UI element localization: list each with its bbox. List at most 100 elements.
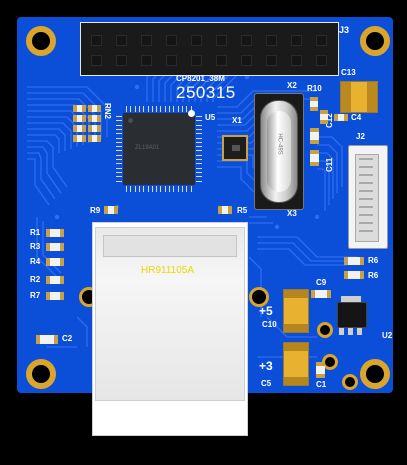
header-pin [291, 35, 302, 46]
label-r10: R10 [307, 84, 322, 93]
ic-pin [143, 106, 145, 112]
label-plus5: +5 [259, 304, 273, 318]
capacitor-c2 [36, 335, 58, 344]
ic-pin [177, 106, 179, 112]
ic-pin [196, 159, 202, 160]
via-bottom [342, 374, 358, 390]
ic-pin [196, 146, 202, 148]
ic-pin [134, 186, 136, 192]
ic-pin [196, 116, 202, 117]
resistor-r9 [104, 206, 118, 214]
ic-pin [138, 186, 140, 192]
header-pin [291, 55, 302, 66]
header-pin [116, 35, 127, 46]
label-x1: X1 [232, 116, 242, 125]
connector-j2 [348, 145, 388, 249]
crystal-x2-can: HC-49S [260, 100, 298, 203]
ic-u5-body: ZL19A01 [123, 113, 195, 185]
jack-marking: HR911105A [141, 265, 194, 276]
ic-pin [116, 163, 122, 165]
j2-pin [359, 190, 373, 192]
ic-pin [130, 186, 132, 192]
label-j3: J3 [339, 25, 350, 35]
resistor-r6-bottom [344, 271, 364, 279]
capacitor-c4 [334, 114, 348, 121]
ic-marking: ZL19A01 [135, 145, 160, 151]
ic-pin [196, 150, 202, 152]
ic-pin [181, 106, 183, 112]
header-pin [266, 55, 277, 66]
ic-pin [169, 106, 170, 112]
label-r4: R4 [30, 257, 41, 266]
ic-pin [138, 106, 140, 112]
ic-pin [160, 186, 162, 192]
header-pin [141, 55, 152, 66]
ic-pin [116, 116, 122, 117]
resistor-r7 [46, 292, 64, 300]
ic-pin [196, 120, 202, 122]
capacitor-c12 [310, 128, 319, 144]
label-u2: U2 [382, 331, 393, 340]
ic-pin [196, 180, 202, 182]
ic-pin [196, 124, 202, 126]
mounting-hole-bottom-right [360, 359, 390, 389]
header-pin [316, 55, 327, 66]
header-pin [216, 35, 227, 46]
capacitor-c9 [311, 290, 331, 298]
label-c11: C11 [325, 157, 334, 172]
ic-pin [116, 146, 122, 148]
ic-pin [196, 176, 202, 178]
label-x2: X2 [287, 81, 297, 90]
ic-pin [156, 106, 158, 112]
header-pin [91, 55, 102, 66]
ic-pin [116, 150, 122, 152]
ic-pin [196, 163, 202, 165]
mounting-hole-bottom-left [26, 359, 56, 389]
label-c9: C9 [316, 278, 327, 287]
label-c13: C13 [341, 68, 356, 77]
j2-pin [359, 174, 373, 176]
ic-pin [164, 106, 166, 112]
header-pin [191, 55, 202, 66]
ic-pin [116, 159, 122, 160]
date-code-text: 250315 [176, 83, 236, 102]
header-pin [241, 55, 252, 66]
label-x3: X3 [287, 209, 297, 218]
header-pin [141, 35, 152, 46]
ic-pin [173, 106, 175, 112]
ic-pin [196, 133, 202, 135]
crystal-marking: HC-49S [276, 133, 283, 155]
label-r6-top: R6 [368, 256, 379, 265]
header-pin [316, 35, 327, 46]
ic-pin [151, 106, 153, 112]
header-pin [116, 55, 127, 66]
header-pin [216, 55, 227, 66]
label-r7: R7 [30, 291, 41, 300]
capacitor-c13 [340, 81, 378, 113]
label-plus3: +3 [259, 359, 273, 373]
j2-pin [359, 198, 373, 200]
resistor-r10 [310, 97, 318, 111]
ic-pin [181, 186, 183, 192]
ic-pin [186, 106, 188, 112]
ic-pin [190, 186, 192, 192]
ic-pin [130, 106, 132, 112]
ic-pin [196, 141, 202, 143]
header-pin [241, 35, 252, 46]
header-pin [191, 35, 202, 46]
label-r2: R2 [30, 275, 41, 284]
pin1-dot [128, 118, 133, 123]
ic-pin [116, 171, 122, 173]
via-c10 [317, 322, 333, 338]
label-r5: R5 [237, 206, 248, 215]
ic-pin [126, 106, 127, 112]
ic-pin [116, 120, 122, 122]
ic-pin [147, 186, 149, 192]
label-r9: R9 [90, 206, 101, 215]
capacitor-c10 [283, 289, 309, 333]
label-c2: C2 [62, 334, 73, 343]
ic-pin [116, 154, 122, 156]
ic-pin [156, 186, 158, 192]
capacitor-c5 [283, 342, 309, 386]
ic-pin [116, 137, 122, 139]
